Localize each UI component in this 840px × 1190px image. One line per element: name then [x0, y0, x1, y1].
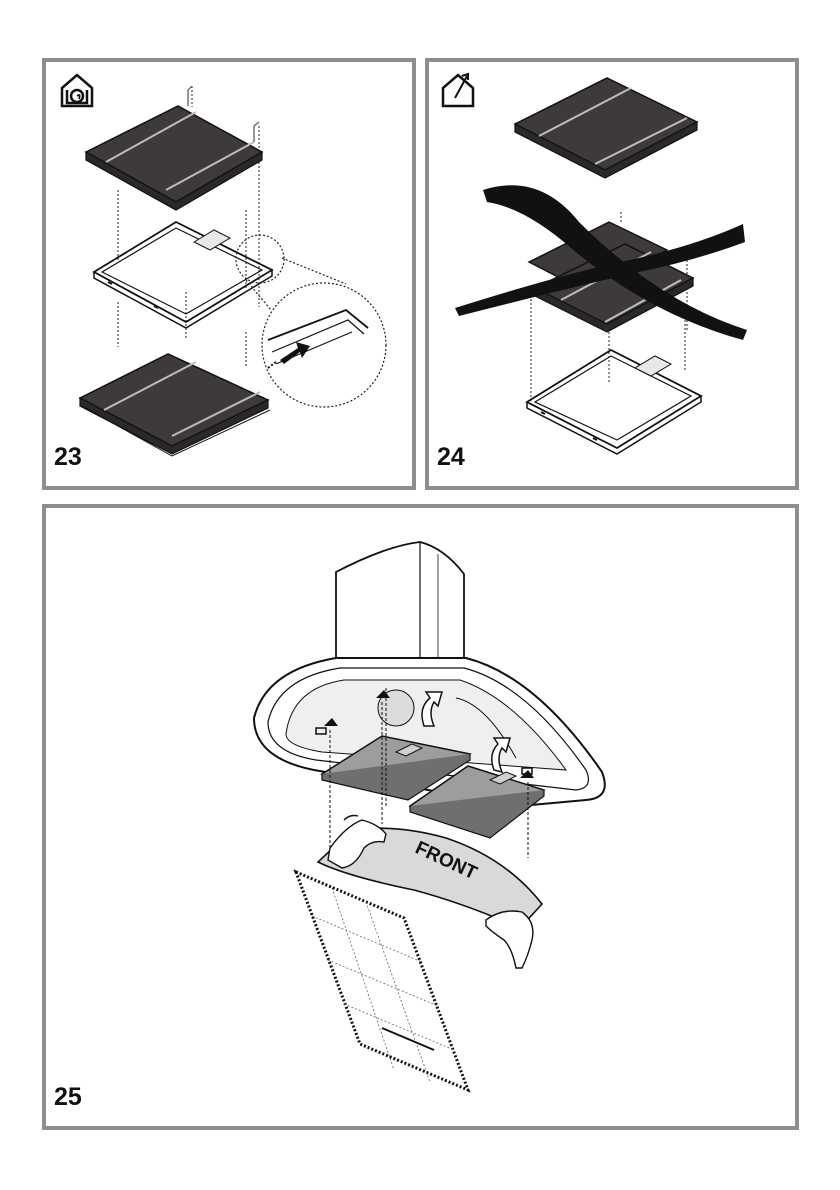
figure-panel-23: 23: [42, 58, 416, 490]
figure-panel-24: 24: [425, 58, 799, 490]
figure-panel-25: FRONT 25: [42, 504, 799, 1130]
charcoal-filter-top: [515, 78, 697, 178]
charcoal-filter-installed: [80, 354, 270, 456]
filter-frame: [94, 222, 272, 328]
mesh-filter-outline: [296, 872, 468, 1090]
recirculation-filter-diagram: [46, 62, 412, 486]
figure-number: 23: [54, 443, 82, 472]
hand-right: [486, 911, 533, 968]
figure-number: 25: [54, 1083, 82, 1112]
detail-zoom: [268, 310, 368, 364]
extraction-house-icon: [443, 74, 473, 106]
detail-callout: [236, 235, 386, 407]
insert-arrow-icon: [268, 342, 310, 368]
filter-frame: [527, 350, 701, 454]
grease-filter-diagram: FRONT: [46, 508, 795, 1126]
hood-chimney: [336, 542, 464, 668]
recirculation-house-icon: [62, 75, 92, 106]
figure-number: 24: [437, 443, 465, 472]
extraction-mode-diagram: [429, 62, 795, 486]
charcoal-filter-top: [86, 86, 262, 210]
